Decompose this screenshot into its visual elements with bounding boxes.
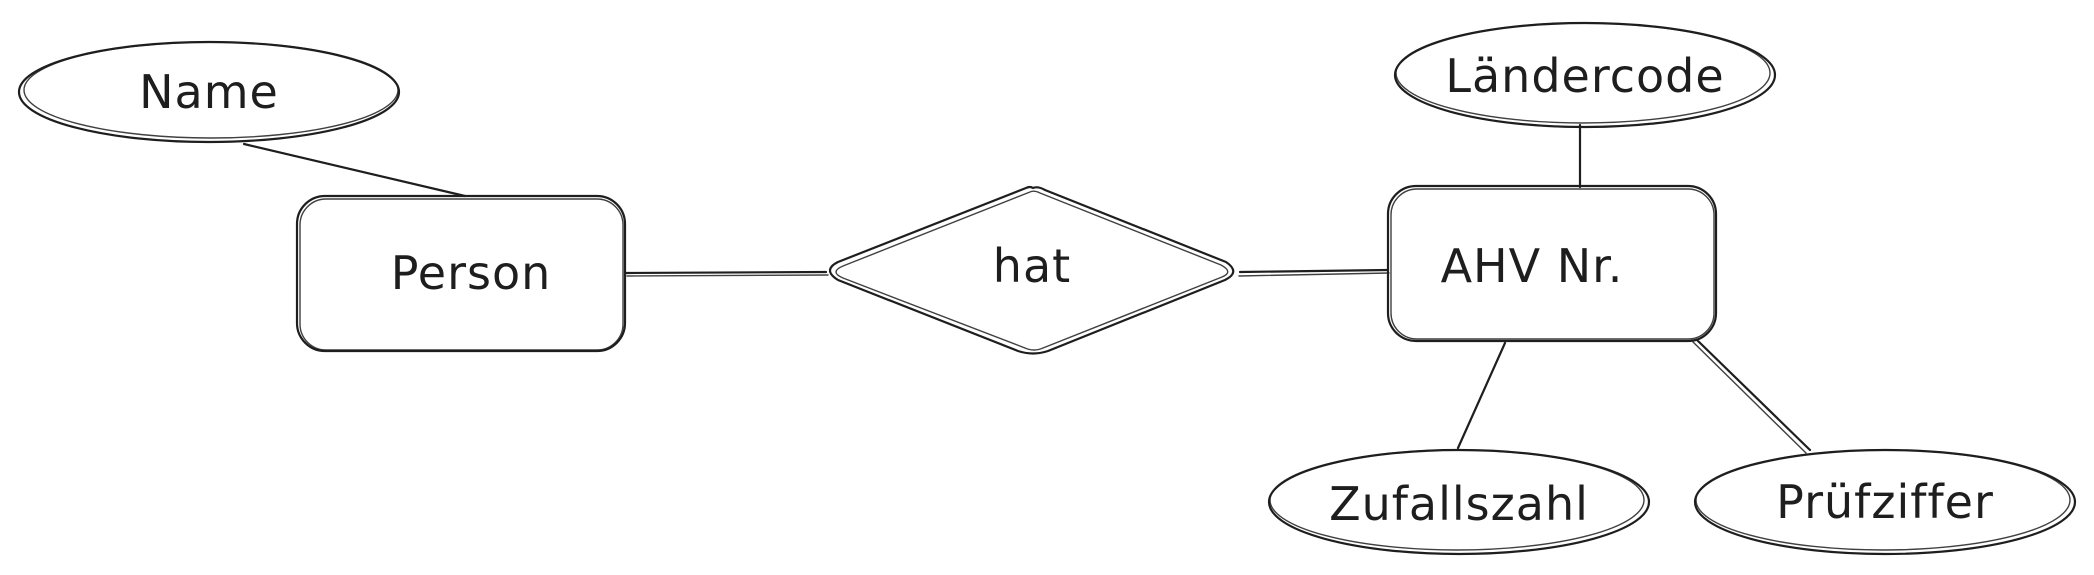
connector-hat-ahv bbox=[1238, 268, 1390, 274]
attribute-laendercode-shape-sketch bbox=[1395, 22, 1771, 124]
attribute-name-shape-sketch bbox=[23, 41, 399, 139]
relationship-hat-shape-sketch bbox=[835, 190, 1229, 351]
attribute-name[interactable]: Name bbox=[17, 40, 401, 144]
entity-ahv-nr-shape bbox=[1386, 184, 1718, 343]
entity-person-shape-sketch bbox=[299, 198, 624, 351]
connector-name-person bbox=[242, 142, 467, 198]
entity-person-shape bbox=[295, 194, 627, 353]
attribute-pruefziffer[interactable]: Prüfziffer bbox=[1693, 448, 2077, 556]
connector-person-hat bbox=[624, 270, 828, 275]
connector-hat-ahv-2 bbox=[1238, 272, 1390, 277]
entity-ahv-nr[interactable]: AHV Nr. bbox=[1386, 184, 1718, 343]
relationship-hat-label: hat bbox=[993, 239, 1071, 293]
attribute-laendercode[interactable]: Ländercode bbox=[1393, 21, 1777, 129]
relationship-hat-shape bbox=[828, 185, 1235, 355]
attribute-laendercode-label: Ländercode bbox=[1445, 49, 1724, 103]
attribute-zufallszahl-shape-sketch bbox=[1269, 449, 1645, 551]
connector-ahv-zufallszahl bbox=[1456, 341, 1507, 450]
connectors bbox=[242, 123, 1812, 454]
entity-ahv-nr-shape-sketch bbox=[1390, 188, 1715, 340]
entity-person-label: Person bbox=[391, 246, 552, 300]
entity-ahv-nr-label: AHV Nr. bbox=[1441, 239, 1624, 293]
attribute-zufallszahl[interactable]: Zufallszahl bbox=[1267, 448, 1651, 556]
connector-ahv-pruefziffer bbox=[1695, 338, 1812, 452]
attribute-zufallszahl-label: Zufallszahl bbox=[1329, 477, 1589, 531]
attribute-pruefziffer-shape-sketch bbox=[1695, 449, 2071, 551]
attribute-name-label: Name bbox=[139, 65, 279, 119]
relationship-hat[interactable]: hat bbox=[828, 185, 1235, 355]
connector-person-hat-2 bbox=[626, 274, 829, 277]
attribute-pruefziffer-label: Prüfziffer bbox=[1776, 475, 1994, 529]
connector-ahv-pruefziffer-2 bbox=[1692, 341, 1807, 454]
entity-person[interactable]: Person bbox=[295, 194, 627, 353]
